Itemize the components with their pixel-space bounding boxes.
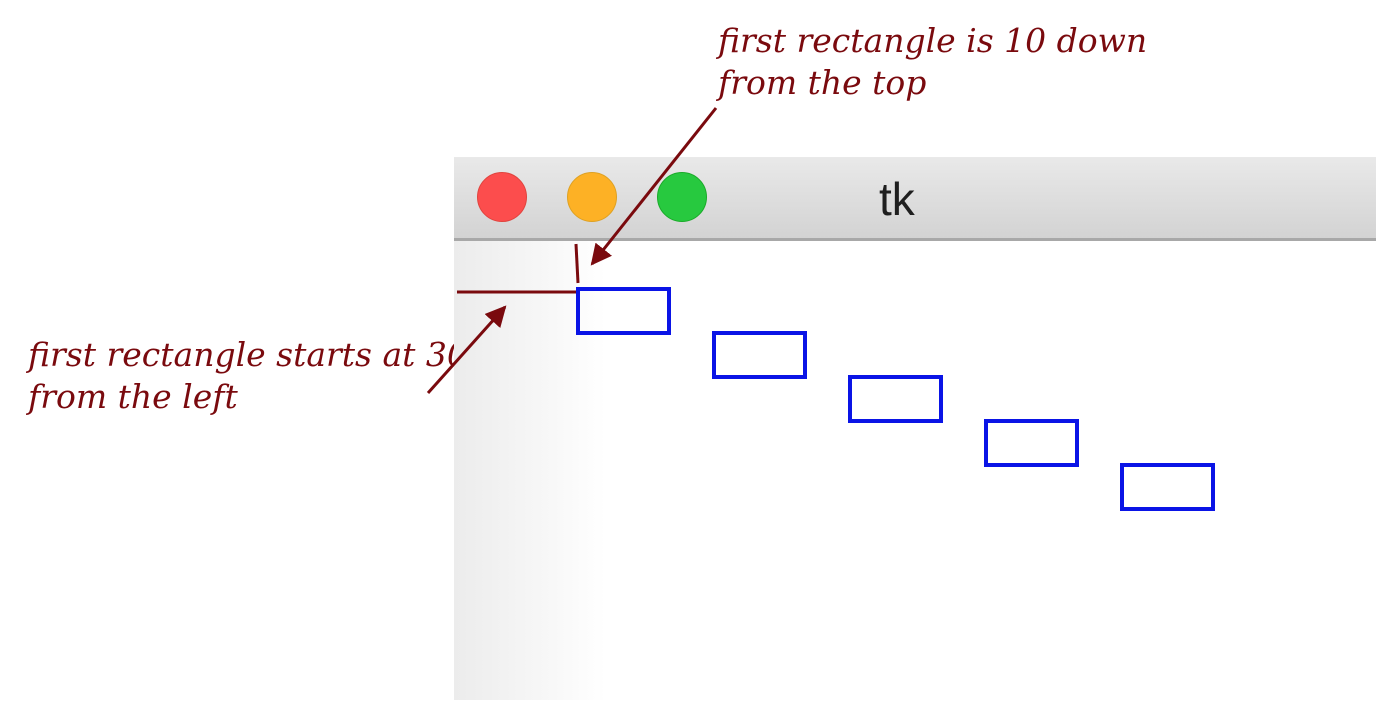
canvas-left-shade [454, 241, 606, 700]
title-bar[interactable]: tk [454, 157, 1376, 241]
window-title: tk [879, 173, 915, 225]
zoom-button[interactable] [657, 172, 707, 222]
annotation-top-line-2: from the top [718, 63, 927, 102]
minimize-button[interactable] [567, 172, 617, 222]
annotation-left-note: first rectangle starts at 30 from the le… [28, 334, 468, 418]
annotation-top-note: first rectangle is 10 down from the top [718, 20, 1147, 104]
annotation-left-line-2: from the left [28, 377, 238, 416]
annotation-left-line-1: first rectangle starts at 30 [28, 335, 468, 374]
canvas-area [454, 241, 1376, 700]
annotation-top-line-1: first rectangle is 10 down [718, 21, 1148, 60]
close-button[interactable] [477, 172, 527, 222]
tk-window: tk [454, 157, 1376, 700]
